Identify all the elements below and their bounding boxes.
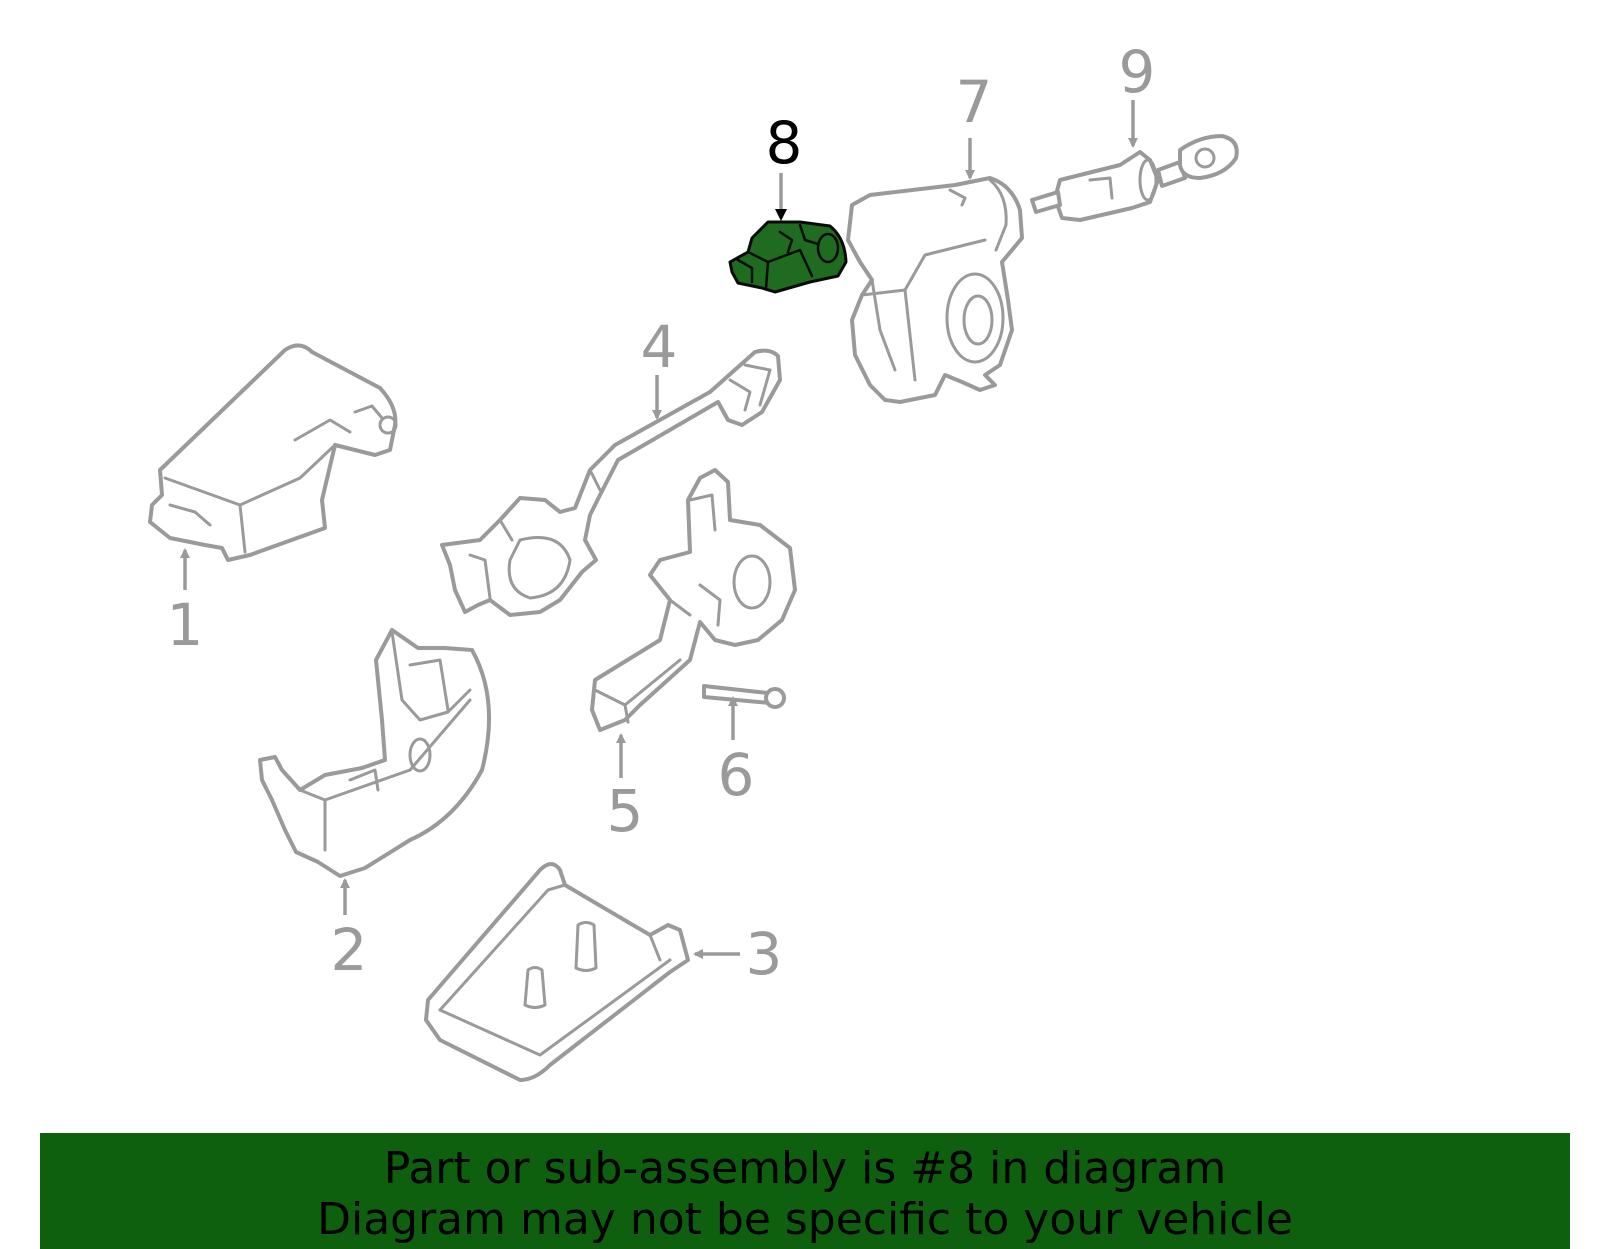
info-banner: Part or sub-assembly is #8 in diagram Di…	[40, 1133, 1570, 1249]
callout-7: 7	[956, 68, 993, 136]
part-3-trim-panel[interactable]	[424, 862, 690, 1082]
banner-line-1: Part or sub-assembly is #8 in diagram	[383, 1143, 1227, 1194]
callout-5: 5	[607, 777, 644, 845]
parts-diagram: 1 2 3 4 5 6 7 8 9	[148, 38, 1239, 1082]
part-6-screw[interactable]	[702, 684, 786, 709]
part-7-lock-housing[interactable]	[846, 176, 1024, 404]
callout-3: 3	[746, 920, 783, 988]
callout-1: 1	[167, 591, 204, 659]
part-2-lower-shroud[interactable]	[258, 628, 492, 878]
part-8-ignition-switch[interactable]	[728, 220, 848, 294]
part-4-combination-switch[interactable]	[440, 348, 782, 617]
banner-line-2: Diagram may not be specific to your vehi…	[317, 1194, 1293, 1245]
part-5-lever-switch[interactable]	[590, 468, 797, 732]
callout-4: 4	[641, 313, 678, 381]
callout-8: 8	[766, 109, 803, 177]
part-1-upper-shroud[interactable]	[148, 343, 398, 562]
callout-2: 2	[331, 916, 368, 984]
callout-6: 6	[718, 741, 755, 809]
callout-9: 9	[1119, 38, 1156, 106]
part-9-lock-cylinder[interactable]	[1030, 134, 1239, 222]
